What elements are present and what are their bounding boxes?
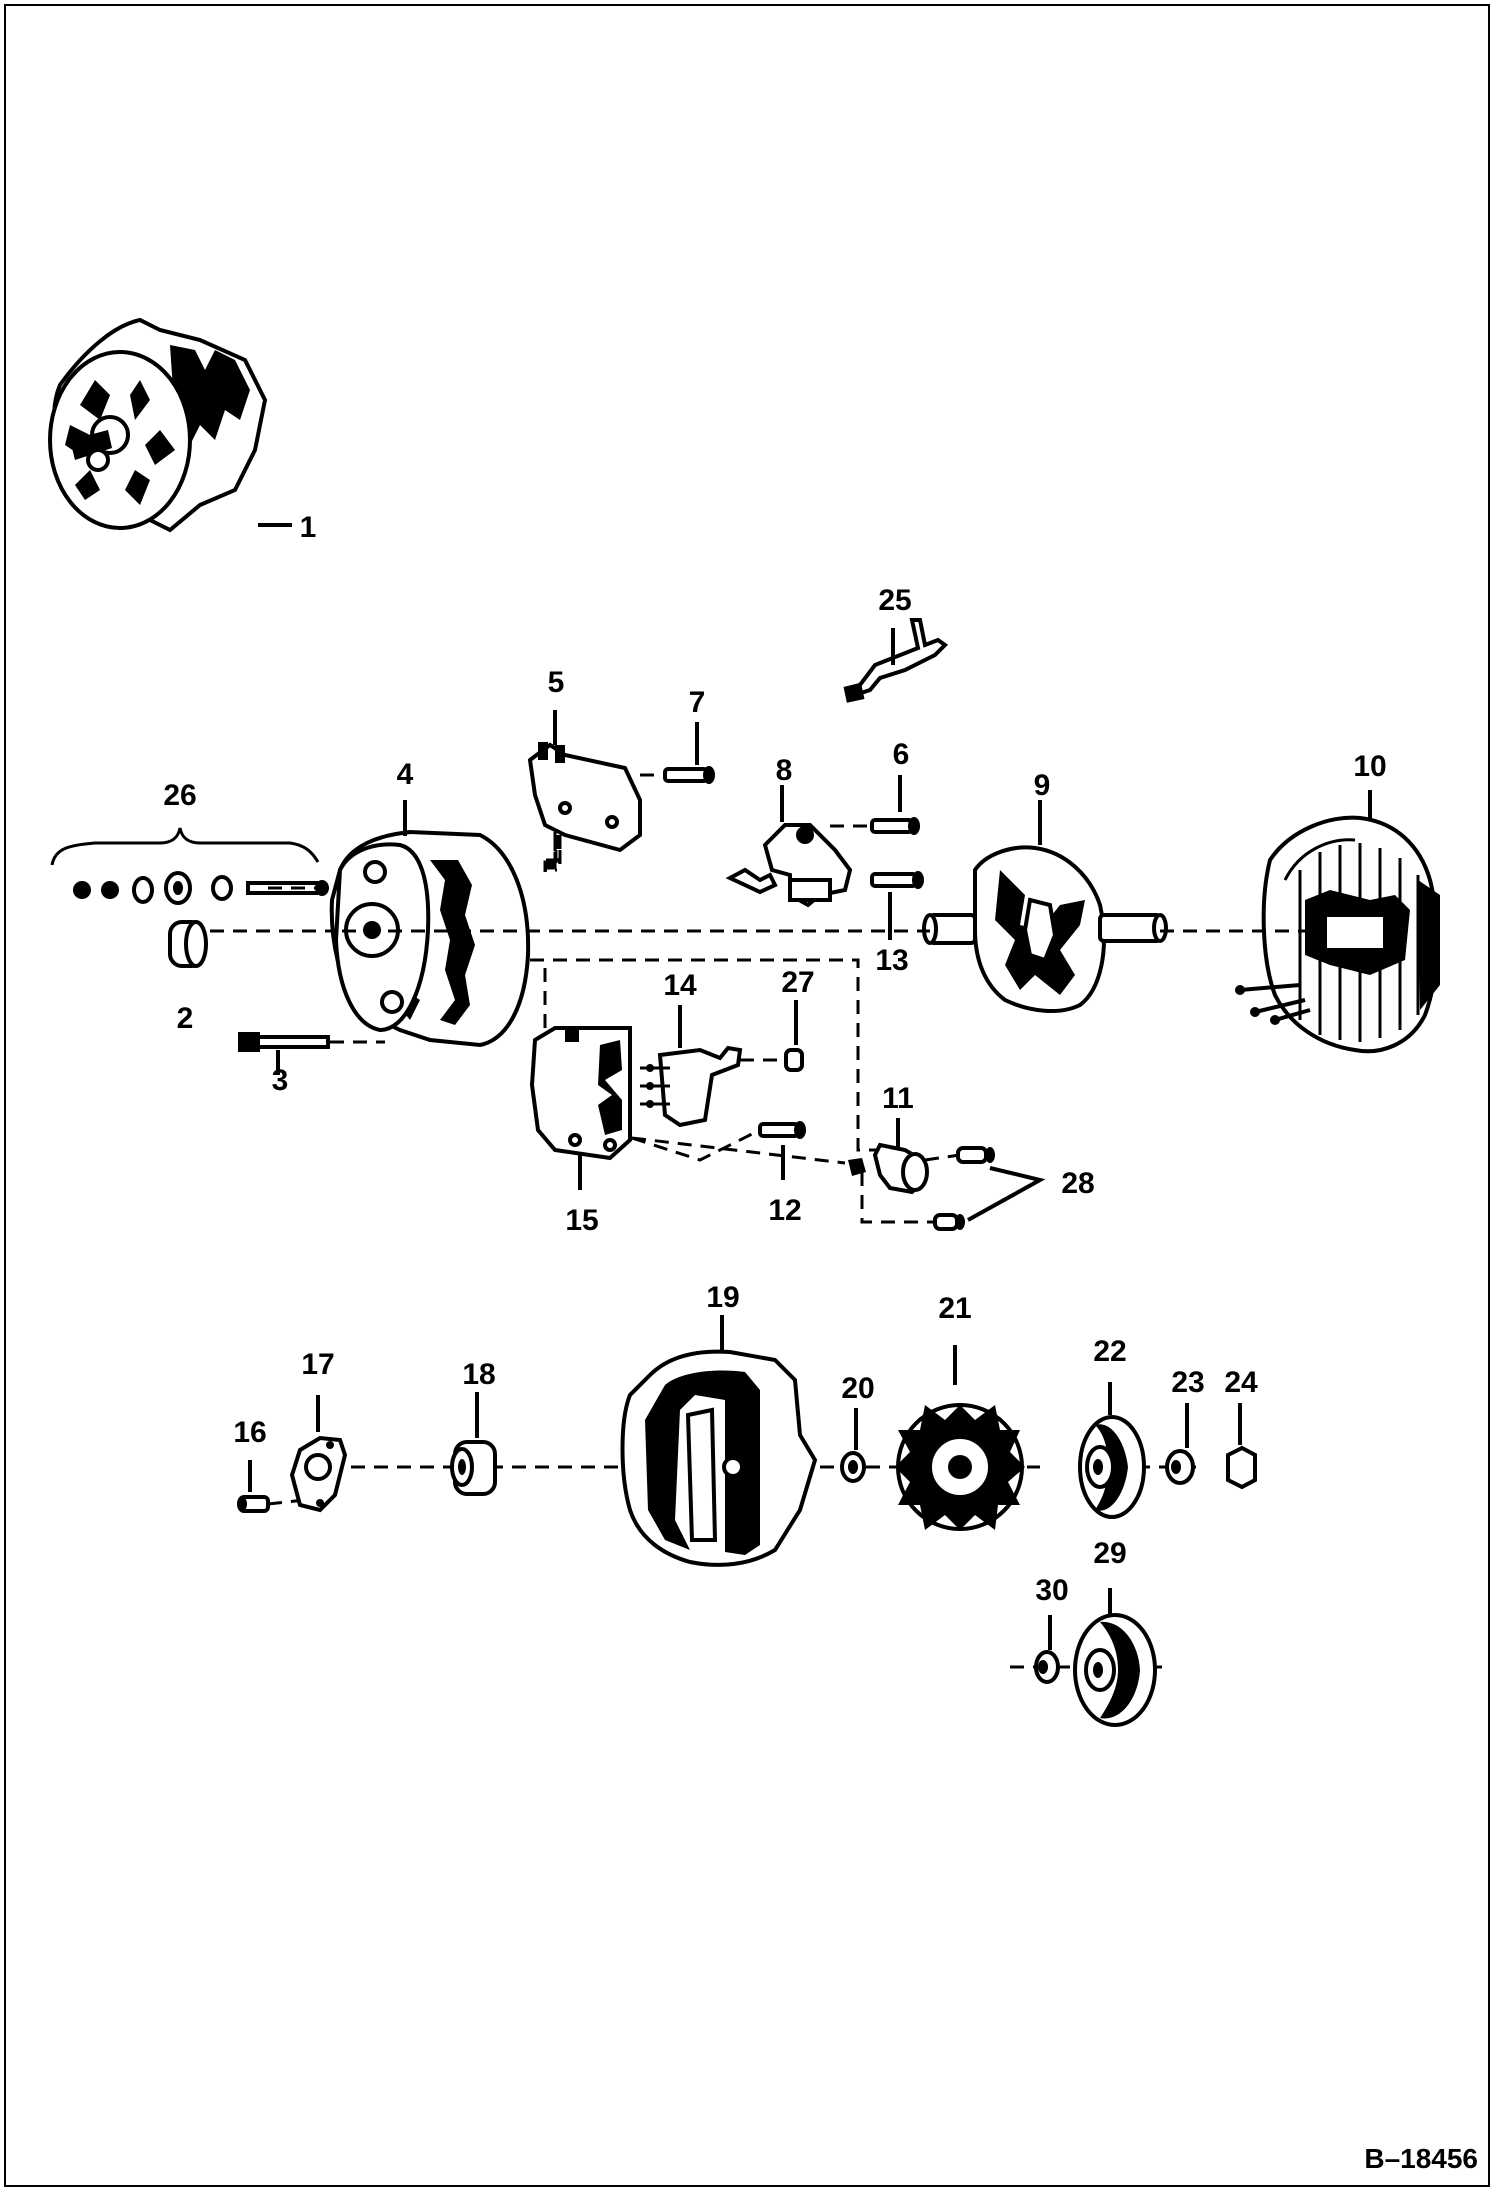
bolt-part	[238, 1032, 330, 1075]
callout-17: 17	[301, 1348, 334, 1381]
capacitor-part	[848, 1118, 961, 1224]
callout-18: 18	[462, 1358, 495, 1391]
slip-ring-end-housing-part	[620, 1315, 818, 1567]
screw-12-part	[631, 1121, 846, 1180]
regulator-part	[527, 710, 642, 853]
callout-8: 8	[776, 754, 793, 787]
callout-11: 11	[882, 1082, 914, 1115]
callout-16: 16	[233, 1416, 266, 1449]
brush-holder-part	[725, 785, 853, 908]
callout-1: 1	[300, 511, 317, 544]
callout-15: 15	[565, 1204, 598, 1237]
stator-part	[1235, 790, 1440, 1054]
callout-3: 3	[272, 1064, 289, 1097]
bushing-part	[168, 920, 345, 968]
guide-line	[543, 837, 557, 870]
callout-21: 21	[938, 1292, 971, 1325]
drawing-reference-number: B–18456	[1364, 2143, 1478, 2174]
retainer-plate-part	[289, 1395, 348, 1513]
callout-28: 28	[1061, 1167, 1094, 1200]
terminal-block-part	[640, 1005, 785, 1128]
bracket-part	[843, 618, 949, 703]
callout-12: 12	[768, 1194, 801, 1227]
callout-27: 27	[781, 966, 814, 999]
screw-13-part	[870, 871, 924, 940]
callout-10: 10	[1353, 750, 1386, 783]
washer-part	[1165, 1403, 1195, 1485]
callout-25: 25	[878, 584, 911, 617]
pulley-29-part	[1073, 1588, 1157, 1727]
nut-27-part	[784, 1000, 804, 1072]
bearing-18-part	[450, 1392, 497, 1496]
hardware-stack-part	[50, 827, 329, 905]
drive-end-housing-part	[329, 800, 531, 1048]
callout-29: 29	[1093, 1537, 1126, 1570]
callout-5: 5	[548, 666, 565, 699]
spacer-part	[1034, 1615, 1060, 1684]
alternator-assembly-part	[48, 317, 292, 533]
callout-6: 6	[893, 738, 910, 771]
rectifier-bridge-part	[529, 1026, 632, 1190]
guide-line	[543, 835, 557, 870]
callout-26: 26	[163, 779, 196, 812]
nut-24-part	[1226, 1403, 1257, 1490]
pulley-22-part	[1078, 1382, 1146, 1519]
callout-24: 24	[1224, 1366, 1258, 1399]
screw-7-part	[640, 722, 715, 784]
callout-9: 9	[1034, 769, 1051, 802]
callout-14: 14	[663, 969, 697, 1002]
callout-2: 2	[177, 1002, 194, 1035]
callout-19: 19	[706, 1281, 739, 1314]
screw-6-part	[830, 775, 920, 835]
diagram-border	[4, 4, 1490, 2187]
callout-4: 4	[397, 758, 414, 791]
rotor-part	[922, 800, 1168, 1013]
callout-labels: 1 2 3 4 5 6 7 8 9 10 11 12 13 14 15 16 1…	[163, 511, 1386, 1607]
bearing-20-part	[840, 1408, 866, 1483]
fan-part	[895, 1345, 1025, 1531]
callout-20: 20	[841, 1372, 874, 1405]
guide-line	[530, 958, 880, 1152]
callout-13: 13	[875, 944, 908, 977]
callout-30: 30	[1035, 1574, 1068, 1607]
callout-22: 22	[1093, 1335, 1126, 1368]
screws-28-part	[933, 1146, 1046, 1231]
guide-line	[545, 835, 562, 862]
callout-7: 7	[689, 686, 706, 719]
callout-23: 23	[1171, 1366, 1204, 1399]
